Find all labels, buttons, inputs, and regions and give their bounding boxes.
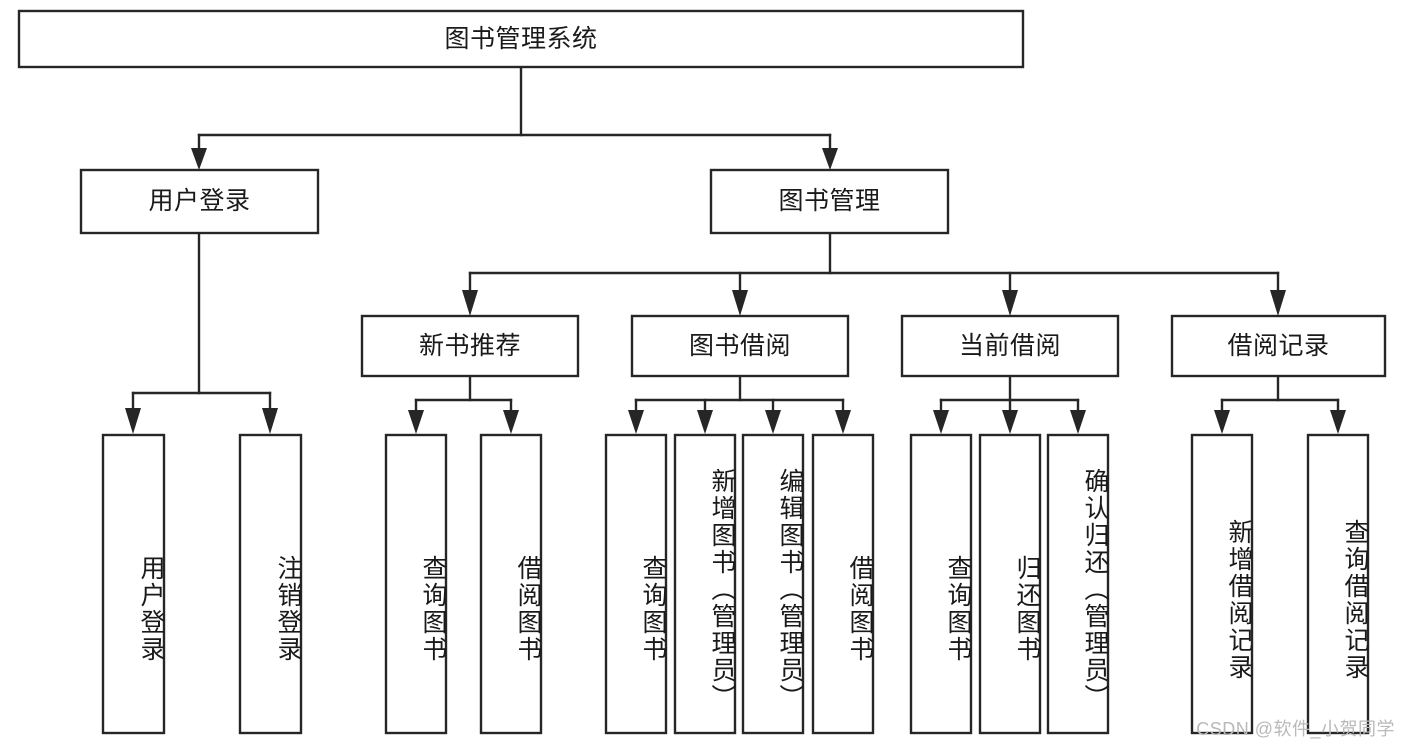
node-box-borrow-record[interactable] [1170, 314, 1387, 378]
arrow-borrow-leaf-1 [628, 410, 644, 434]
node-box-group [17, 9, 1387, 735]
node-box-leaf-newbook-1[interactable] [384, 433, 448, 735]
arrow-bm-to-current [1002, 290, 1018, 316]
node-box-leaf-borrow-1[interactable] [604, 433, 668, 735]
node-box-leaf-newbook-2[interactable] [479, 433, 543, 735]
arrow-borrow-leaf-2 [697, 410, 713, 434]
node-box-book-borrow[interactable] [630, 314, 850, 378]
node-box-new-book-recommend[interactable] [360, 314, 580, 378]
arrow-borrow-leaf-3 [765, 410, 781, 434]
arrow-bm-to-borrow [732, 290, 748, 316]
arrow-bm-to-record [1270, 290, 1286, 316]
arrow-record-leaf-1 [1214, 410, 1230, 434]
node-box-leaf-current-1[interactable] [909, 433, 973, 735]
arrow-record-leaf-2 [1330, 410, 1346, 434]
csdn-watermark: CSDN @软件_小贺同学 [1196, 719, 1395, 739]
arrow-root-to-bookmgmt [822, 148, 838, 170]
node-box-current-borrow[interactable] [900, 314, 1120, 378]
arrow-current-leaf-3 [1070, 410, 1086, 434]
node-box-leaf-current-3[interactable] [1046, 433, 1110, 735]
node-box-leaf-borrow-2[interactable] [673, 433, 737, 735]
node-box-leaf-record-2[interactable] [1306, 433, 1370, 735]
node-box-leaf-current-2[interactable] [978, 433, 1042, 735]
arrow-current-leaf-1 [933, 410, 949, 434]
node-box-leaf-user-1[interactable] [101, 433, 166, 735]
node-box-user-login[interactable] [79, 168, 320, 235]
arrow-user-leaf-2 [262, 408, 278, 434]
node-box-root[interactable] [17, 9, 1025, 69]
arrow-newbook-leaf-1 [408, 410, 424, 434]
node-box-leaf-borrow-3[interactable] [741, 433, 805, 735]
connector-group [125, 65, 1346, 434]
node-box-book-management[interactable] [709, 168, 950, 235]
arrow-bm-to-newbook [462, 290, 478, 316]
arrow-current-leaf-2 [1002, 410, 1018, 434]
node-box-leaf-record-1[interactable] [1190, 433, 1254, 735]
arrow-root-to-user [191, 148, 207, 170]
arrow-user-leaf-1 [125, 408, 141, 434]
arrow-borrow-leaf-4 [835, 410, 851, 434]
node-box-leaf-borrow-4[interactable] [811, 433, 875, 735]
arrow-newbook-leaf-2 [503, 410, 519, 434]
node-box-leaf-user-2[interactable] [238, 433, 303, 735]
